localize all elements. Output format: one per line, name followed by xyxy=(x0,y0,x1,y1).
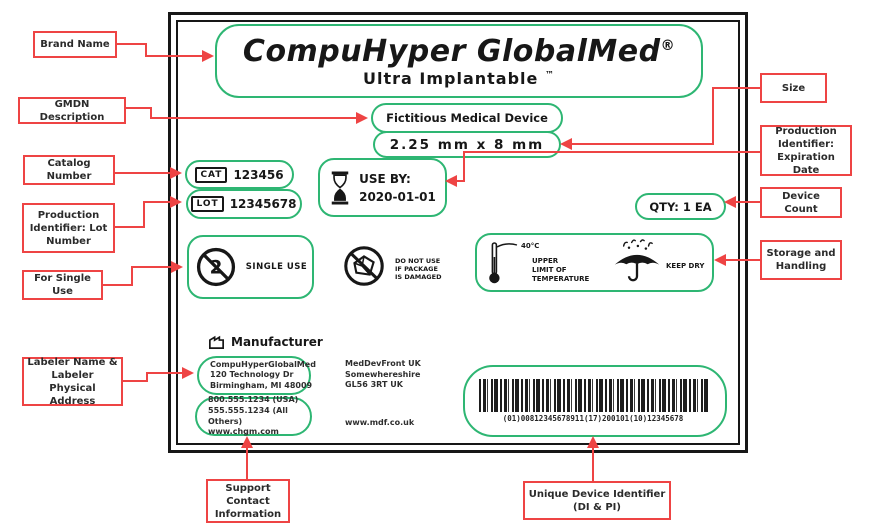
connector-brand-name-arrow xyxy=(202,50,214,62)
connector-support-arrow xyxy=(241,436,253,448)
labeler-address-text: CompuHyperGlobalMed 120 Technology Dr Bi… xyxy=(210,359,316,390)
connector-single-use xyxy=(131,266,173,268)
lot-number-text: 12345678 xyxy=(229,197,297,211)
gmdn-description-oval: Fictitious Medical Device xyxy=(371,103,563,133)
connector-labeler xyxy=(146,372,148,382)
eu-website-text: www.mdf.co.uk xyxy=(345,418,415,427)
brand-name: CompuHyper GlobalMed® xyxy=(242,34,676,69)
sub-brand-name: Ultra Implantable ™ xyxy=(363,69,555,88)
callout-expiration-date: Production Identifier: Expiration Date xyxy=(760,125,852,176)
connector-expiration xyxy=(456,180,465,182)
connector-expiration xyxy=(463,151,465,182)
callout-device-count: Device Count xyxy=(760,187,842,218)
storage-handling-box xyxy=(475,233,714,292)
size-oval: 2.25 mm x 8 mm xyxy=(373,131,561,158)
qty-text: QTY: 1 EA xyxy=(649,199,712,214)
connector-device-count-arrow xyxy=(724,196,736,208)
callout-gmdn-description: GMDN Description xyxy=(18,97,126,124)
connector-lot xyxy=(143,201,172,203)
callout-lot-number: Production Identifier: Lot Number xyxy=(22,203,115,253)
connector-brand-name xyxy=(145,43,147,57)
connector-lot xyxy=(115,226,145,228)
manufacturer-label: Manufacturer xyxy=(231,335,323,349)
connector-labeler xyxy=(146,372,184,374)
registered-mark: ® xyxy=(660,38,676,54)
connector-lot-arrow xyxy=(170,196,182,208)
callout-udi: Unique Device Identifier (DI & PI) xyxy=(523,481,671,520)
keep-dry-icon xyxy=(610,238,664,286)
connector-size xyxy=(712,87,760,89)
connector-brand-name xyxy=(145,55,203,57)
connector-single-use xyxy=(103,284,133,286)
connector-gmdn xyxy=(150,107,152,119)
catalog-number-oval: CAT 123456 xyxy=(185,160,294,189)
package-damaged-icon xyxy=(341,243,387,289)
qty-oval: QTY: 1 EA xyxy=(635,193,726,220)
connector-gmdn-arrow xyxy=(356,112,368,124)
connector-catalog-arrow xyxy=(170,167,182,179)
connector-single-use xyxy=(131,266,133,286)
contact-oval: 800.555.1234 (USA) 555.555.1234 (All Oth… xyxy=(195,395,312,437)
hourglass-icon xyxy=(329,169,351,207)
lot-number-oval: LOT 12345678 xyxy=(186,189,302,219)
thermometer-icon xyxy=(484,239,524,285)
manufacturer-icon xyxy=(207,332,226,351)
barcode xyxy=(479,379,708,412)
callout-size: Size xyxy=(760,73,827,103)
connector-expiration-arrow xyxy=(445,175,457,187)
connector-udi-arrow xyxy=(587,436,599,448)
callout-catalog-number: Catalog Number xyxy=(23,155,115,185)
single-use-icon: 2 xyxy=(194,245,238,289)
size-text: 2.25 mm x 8 mm xyxy=(389,136,545,153)
use-by-text: USE BY: 2020-01-01 xyxy=(359,171,436,204)
keep-dry-text: KEEP DRY xyxy=(666,262,705,270)
catalog-number-text: 123456 xyxy=(233,167,284,182)
barcode-text: (01)00812345678911(17)200101(10)12345678 xyxy=(502,414,684,423)
callout-brand-name: Brand Name xyxy=(33,31,117,58)
connector-storage-arrow xyxy=(714,254,726,266)
connector-size-arrow xyxy=(560,138,572,150)
connector-expiration xyxy=(463,151,760,153)
connector-gmdn xyxy=(150,117,357,119)
connector-catalog xyxy=(115,172,171,174)
connector-device-count xyxy=(736,201,760,203)
connector-labeler xyxy=(123,380,148,382)
cat-symbol: CAT xyxy=(195,166,228,183)
connector-udi xyxy=(592,446,594,481)
use-by-box: USE BY: 2020-01-01 xyxy=(318,158,447,217)
connector-labeler-arrow xyxy=(182,367,194,379)
brand-box: CompuHyper GlobalMed® Ultra Implantable … xyxy=(215,24,703,98)
eu-address-text: MedDevFront UK Somewhereshire GL56 3RT U… xyxy=(345,359,421,390)
single-use-box: 2 SINGLE USE xyxy=(187,235,314,299)
callout-storage-handling: Storage and Handling xyxy=(760,240,842,280)
temp-value: 40°C xyxy=(521,242,540,250)
connector-single-use-arrow xyxy=(171,261,183,273)
contact-text: 800.555.1234 (USA) 555.555.1234 (All Oth… xyxy=(208,395,299,437)
callout-for-single-use: For Single Use xyxy=(22,270,103,300)
callout-labeler-address: Labeler Name & Labeler Physical Address xyxy=(22,357,123,407)
connector-size xyxy=(712,87,714,145)
connector-storage xyxy=(726,259,760,261)
gmdn-description-text: Fictitious Medical Device xyxy=(386,111,548,125)
callout-support-contact: Support Contact Information xyxy=(206,479,290,523)
labeler-address-oval: CompuHyperGlobalMed 120 Technology Dr Bi… xyxy=(197,356,316,395)
connector-support xyxy=(246,446,248,479)
package-damaged-caption: DO NOT USE IF PACKAGE IS DAMAGED xyxy=(395,257,442,282)
trademark-mark: ™ xyxy=(544,70,555,81)
label-inner-frame xyxy=(176,20,740,445)
single-use-text: SINGLE USE xyxy=(245,262,308,272)
connector-gmdn xyxy=(126,107,152,109)
connector-size xyxy=(572,143,714,145)
connector-brand-name xyxy=(117,43,147,45)
temp-caption: UPPER LIMIT OF TEMPERATURE xyxy=(532,257,590,283)
lot-symbol: LOT xyxy=(191,196,224,212)
connector-lot xyxy=(143,201,145,228)
